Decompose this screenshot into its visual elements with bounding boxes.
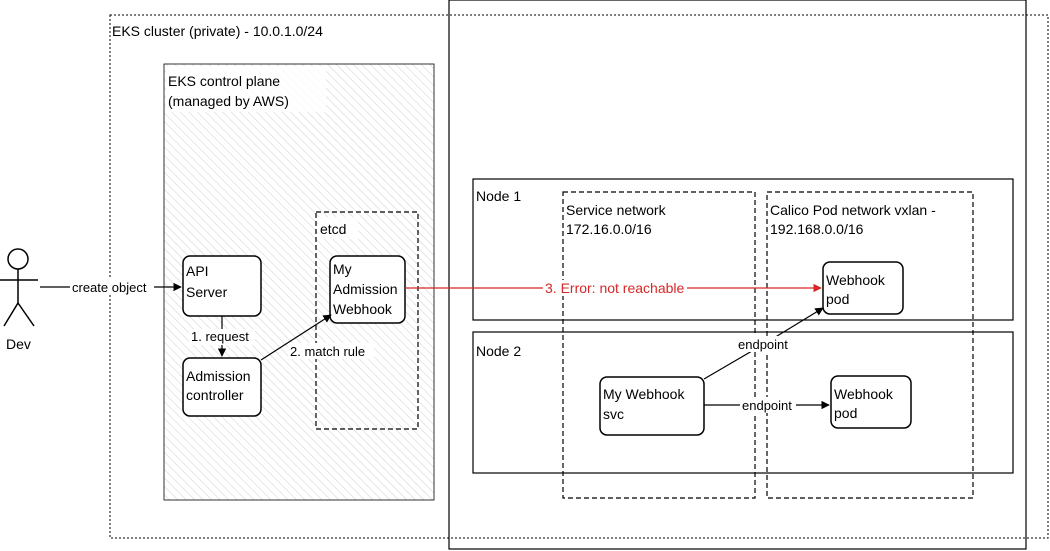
webhook-pod-node1: Webhook pod [822,261,904,315]
etcd-region: etcd [315,211,419,430]
webhook-pod-node2: Webhook pod [830,375,912,429]
webhook-pod-node1-line1: Webhook [826,272,886,288]
control-plane-label-line2: (managed by AWS) [168,93,289,109]
edge-error-label: 3. Error: not reachable [545,280,685,296]
pod-network-line1: Calico Pod network vxlan - [770,202,936,218]
cluster-label: EKS cluster (private) - 10.0.1.0/24 [112,23,323,39]
vpc-frame [448,0,1027,550]
edge-endpoint-node1-label: endpoint [738,337,788,352]
admission-controller-line1: Admission [186,368,251,384]
edge-endpoint-node2-label: endpoint [742,398,792,413]
webhook-pod-node2-line2: pod [834,405,857,421]
service-network-region: Service network 172.16.0.0/16 [562,191,756,499]
webhook-pod-node2-line1: Webhook [834,386,894,402]
edge-match-rule-label: 2. match rule [290,344,365,359]
admission-controller-line2: controller [186,387,244,403]
edge-create-object-label: create object [72,280,147,295]
edge-match-rule: 2. match rule [260,314,374,361]
webhook-svc-box: My Webhook svc [599,376,705,436]
node1-label: Node 1 [476,188,521,204]
admission-webhook-line3: Webhook [333,301,393,317]
edge-create-object: create object [40,279,182,295]
webhook-pod-node1-line2: pod [826,291,849,307]
edge-request: 1. request [189,316,255,357]
webhook-svc-line2: svc [603,406,624,422]
api-server-box: API Server [182,255,262,317]
admission-webhook-box: My Admission Webhook [329,255,406,324]
pod-network-region: Calico Pod network vxlan - 192.168.0.0/1… [766,191,974,499]
admission-webhook-line1: My [333,261,352,277]
service-network-line2: 172.16.0.0/16 [566,221,652,237]
dev-label: Dev [6,336,31,352]
service-network-line1: Service network [566,202,667,218]
admission-controller-box: Admission controller [182,357,262,417]
eks-cluster-boundary: EKS cluster (private) - 10.0.1.0/24 [109,14,1049,539]
pod-network-line2: 192.168.0.0/16 [770,221,864,237]
node2-region: Node 2 [472,331,1014,474]
api-server-line1: API [186,263,209,279]
api-server-line2: Server [186,284,228,300]
dev-head-icon [7,248,29,270]
edge-endpoint-node2: endpoint [704,397,830,413]
webhook-svc-line1: My Webhook [603,386,685,402]
node2-label: Node 2 [476,343,521,359]
dev-actor: Dev [0,248,38,352]
edge-error-not-reachable: 3. Error: not reachable [405,280,822,296]
edge-endpoint-node1: endpoint [703,307,824,380]
admission-webhook-line2: Admission [333,281,398,297]
control-plane-label-line1: EKS control plane [168,73,280,89]
edge-request-label: 1. request [191,329,249,344]
node1-region: Node 1 [472,178,1014,321]
etcd-label: etcd [320,221,346,237]
